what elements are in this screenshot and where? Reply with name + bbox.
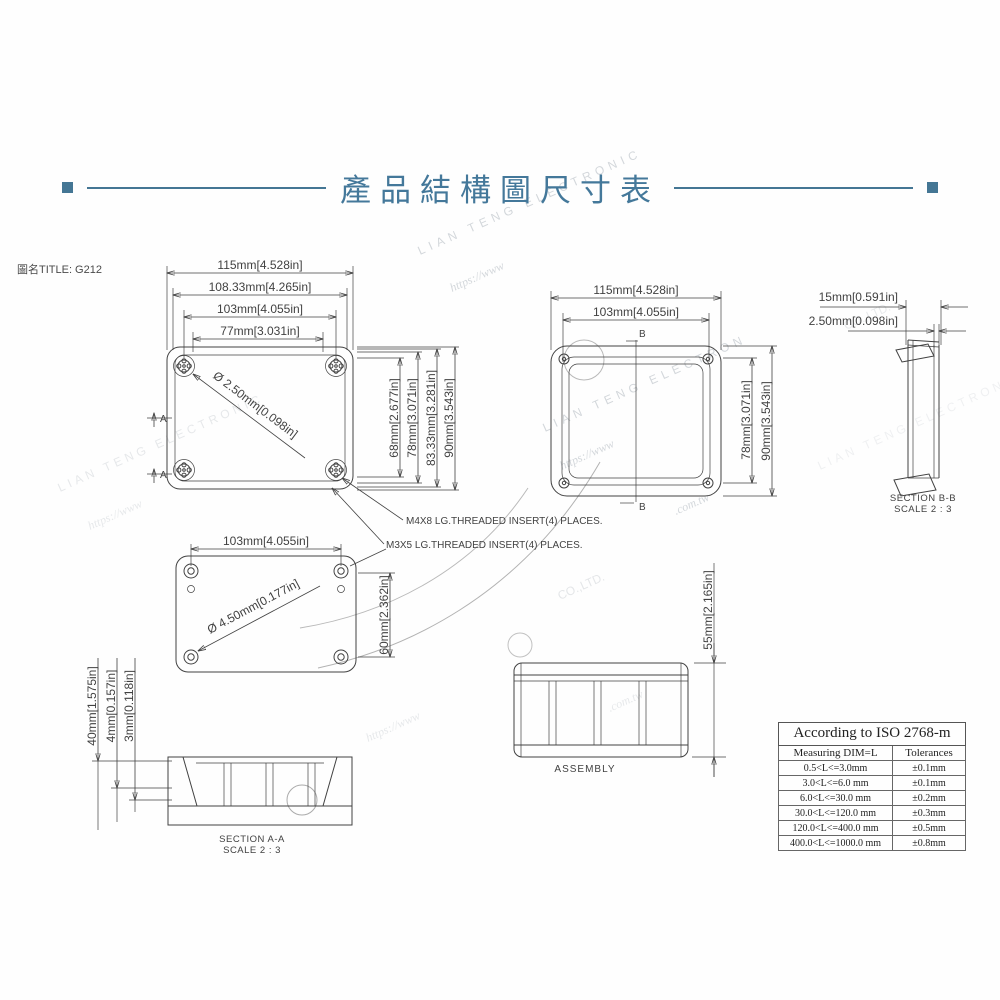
view-assembly: 55mm[2.165in] ASSEMBLY [513,563,726,777]
table-row: 6.0<L<=30.0 mm ±0.2mm [777,790,966,806]
view-top: B B 115mm[4.528in] 103mm[4.055in] 78mm[3… [550,283,777,513]
dim-label: 2.50mm[0.098in] [809,314,898,328]
dim-label: 115mm[4.528in] [593,283,678,297]
section-bb-label: SECTION B-B [890,493,956,504]
watermark-layer: LIAN TENG ELECTRONIC https://www LIAN TE… [56,146,1000,816]
measuring-range: 30.0<L<=120.0 mm [777,805,894,821]
tolerance-value: ±0.1mm [892,760,966,776]
table-row: 30.0<L<=120.0 mm ±0.3mm [777,805,966,821]
screw-boss-icon [328,462,344,478]
watermark-text: .com.tw [606,687,646,715]
section-marker-b: B [639,502,646,513]
screw-boss-icon [176,462,192,478]
watermark-logo-yellow-dot [507,632,533,658]
header-left-square [62,182,73,193]
table-row: 3.0<L<=6.0 mm ±0.1mm [777,775,966,791]
assembly-label: ASSEMBLY [554,764,615,775]
callout-m4x8: M4X8 LG.THREADED INSERT(4) PLACES. [406,516,603,527]
section-aa-label: SECTION A-A [219,834,285,845]
screw-boss-icon [333,563,349,579]
dim-label: 90mm[3.543in] [442,378,456,457]
dim-label: 40mm[1.575in] [85,666,99,745]
header-right-square [927,182,938,193]
dim-label: Ø 2.50mm[0.098in] [210,369,300,442]
screw-boss-icon [183,563,199,579]
tolerance-col-header: Tolerances [892,745,966,761]
dim-label: 108.33mm[4.265in] [209,280,312,294]
tolerance-value: ±0.1mm [892,775,966,791]
watermark-text: LIAN TENG ELECTRON [541,332,749,435]
dim-label: 78mm[3.071in] [739,380,753,459]
watermark-logo-red-ring [563,339,605,381]
callout-m3x5: M3X5 LG.THREADED INSERT(4) PLACES. [386,540,583,551]
dim-label: 103mm[4.055in] [223,534,309,548]
section-marker-b: B [639,329,646,340]
table-row: 120.0<L<=400.0 mm ±0.5mm [777,820,966,836]
tolerance-table: According to ISO 2768-m Measuring DIM=L … [777,722,966,851]
measuring-range: 120.0<L<=400.0 mm [777,820,894,836]
view-section-aa: 40mm[1.575in] 4mm[0.157in] 3mm[0.118in] … [85,658,353,856]
measuring-range: 6.0<L<=30.0 mm [777,790,894,806]
view-section-bb: 15mm[0.591in] 2.50mm[0.098in] SECTION B-… [809,290,968,515]
tolerance-value: ±0.2mm [892,790,966,806]
section-marker-a: A [160,470,167,481]
watermark-swoosh [317,461,601,669]
dim-label: 15mm[0.591in] [819,290,898,304]
screw-boss-icon [183,649,199,665]
page-title: 產品結構圖尺寸表 [340,173,660,208]
watermark-text: https://www [86,496,145,532]
dim-label: 78mm[3.071in] [405,378,419,457]
dim-label: 55mm[2.165in] [701,570,715,649]
watermark-logo-yellow-dot [286,784,318,816]
dim-label: 77mm[3.031in] [220,324,299,338]
tolerance-col-header: Measuring DIM=L [777,745,894,761]
dim-label: 103mm[4.055in] [593,305,679,319]
watermark-text: https://www [364,708,423,744]
screw-boss-icon [176,358,192,374]
header-right-rule [674,186,913,189]
table-row: 400.0<L<=1000.0 mm ±0.8mm [777,835,966,851]
tolerance-value: ±0.5mm [892,820,966,836]
measuring-range: 0.5<L<=3.0mm [777,760,894,776]
section-aa-scale: SCALE 2 : 3 [223,845,281,856]
watermark-text: .com.tw [672,490,712,518]
view-inner: 103mm[4.055in] Ø 4.50mm[0.177in] 60mm[2.… [175,534,395,673]
tolerance-value: ±0.3mm [892,805,966,821]
dim-label: Ø 4.50mm[0.177in] [205,576,302,636]
sheet-header: 產品結構圖尺寸表 [62,165,938,210]
dim-label: 115mm[4.528in] [217,258,302,272]
dim-label: 83.33mm[3.281in] [424,370,438,466]
tolerance-table-title: According to ISO 2768-m [778,722,966,746]
dim-label: 90mm[3.543in] [759,381,773,460]
dim-label: 103mm[4.055in] [217,302,303,316]
watermark-text: https://www [558,436,617,472]
watermark-text: https://www [448,258,507,294]
watermark-swoosh [299,487,529,629]
table-row: 0.5<L<=3.0mm ±0.1mm [777,760,966,776]
measuring-range: 3.0<L<=6.0 mm [777,775,894,791]
drawing-name-label: 圖名TITLE: G212 [17,264,102,276]
dim-label: 3mm[0.118in] [122,670,136,742]
tolerance-value: ±0.8mm [892,835,966,851]
screw-boss-icon [328,358,344,374]
watermark-text: CO.,LTD. [556,570,607,603]
section-bb-scale: SCALE 2 : 3 [894,504,952,515]
header-left-rule [87,186,326,189]
section-marker-a: A [160,414,167,425]
dim-label: 68mm[2.677in] [387,378,401,457]
dim-label: 4mm[0.157in] [104,670,118,743]
measuring-range: 400.0<L<=1000.0 mm [777,835,894,851]
dim-label: 60mm[2.362in] [377,575,391,654]
